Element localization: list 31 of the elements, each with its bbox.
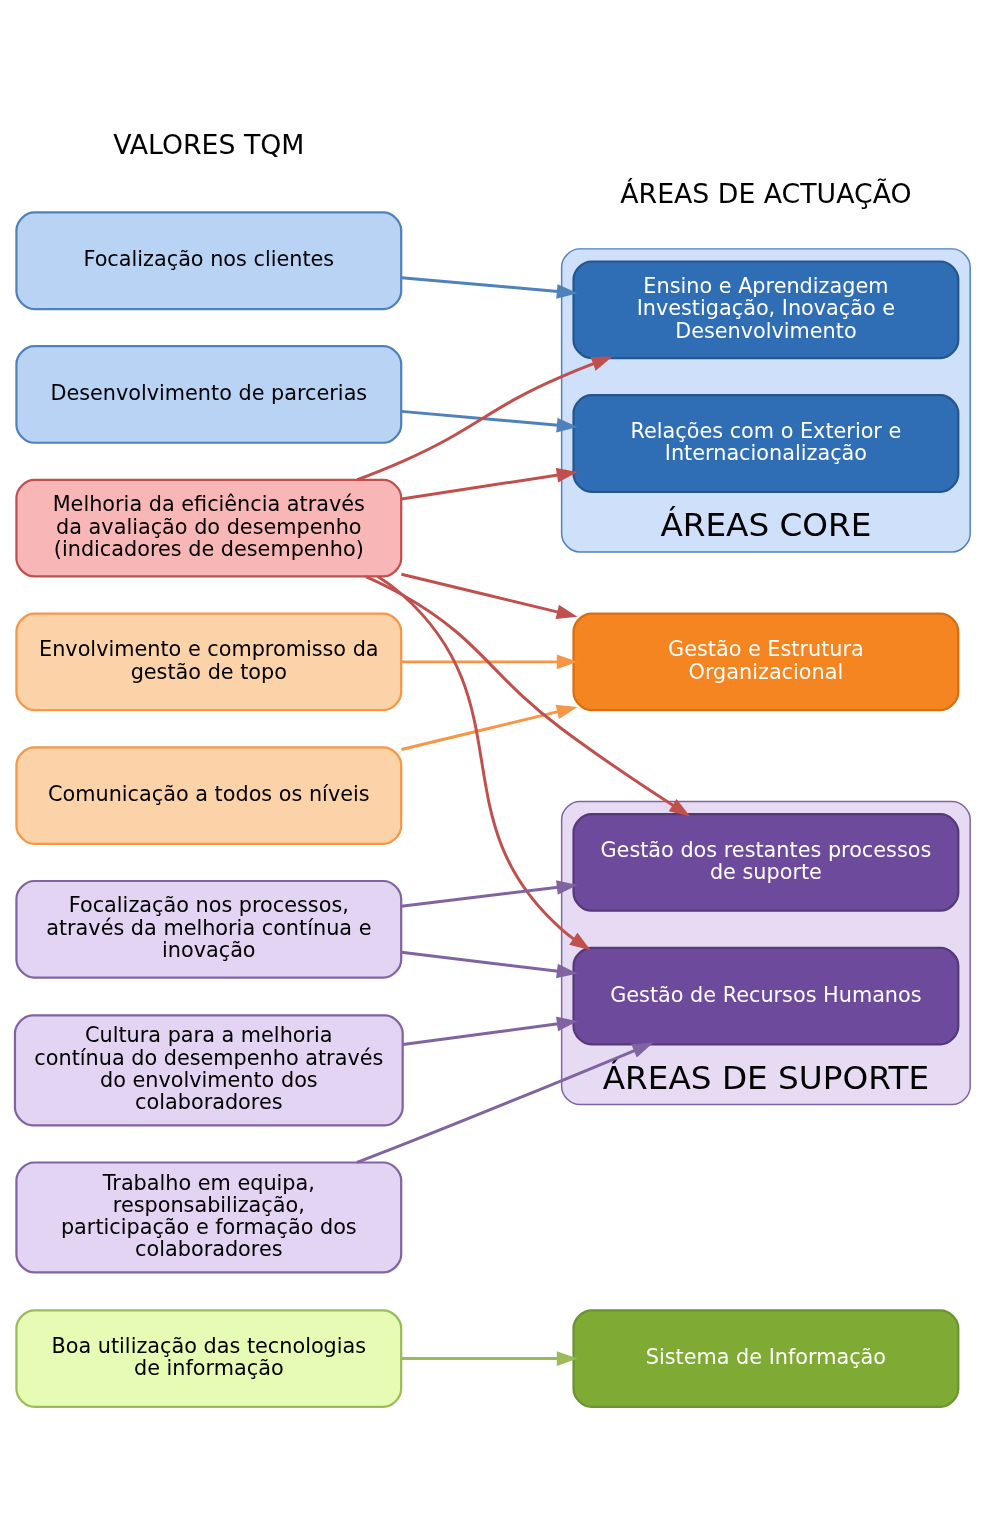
label: ÁREAS DE ACTUAÇÃO xyxy=(619,178,912,210)
arrow xyxy=(400,1351,578,1366)
node-box: Gestão e Estrutura Organizacional xyxy=(571,612,959,712)
arrow xyxy=(400,654,578,670)
node-box: Boa utilização das tecnologias de informação xyxy=(14,1309,402,1408)
arrow xyxy=(400,572,578,619)
node-box: Ensino e Aprendizagem Investigação, Inovação e Desenvolvimento xyxy=(571,260,959,360)
arrow xyxy=(355,1042,653,1164)
node-box: Melhoria da eficiência através da avaliação do desempenho (indicadores de desempenho) xyxy=(14,478,402,578)
arrow xyxy=(400,704,578,751)
node-box: Envolvimento e compromisso da gestão de topo xyxy=(14,612,402,712)
arrow xyxy=(400,950,578,979)
node-box: Comunicação a todos os níveis xyxy=(14,746,402,845)
arrow xyxy=(364,575,690,817)
node-box: Focalização nos clientes xyxy=(14,211,402,311)
arrow xyxy=(400,409,578,433)
arrow xyxy=(356,356,613,482)
node-box: Cultura para a melhoria contínua do desempenho através do envolvimento dos colaboradores xyxy=(13,1014,404,1127)
arrow xyxy=(400,276,578,299)
label: VALORES TQM xyxy=(112,129,304,161)
node-box: Desenvolvimento de parcerias xyxy=(14,345,402,444)
arrow xyxy=(400,467,578,501)
node-box: Gestão de Recursos Humanos xyxy=(571,946,959,1046)
node-box: Relações com o Exterior e Internacionalização xyxy=(571,394,959,493)
node-box: Gestão dos restantes processos de suporte xyxy=(571,813,959,912)
arrow xyxy=(402,1016,578,1047)
arrow xyxy=(400,880,578,908)
node-box: Trabalho em equipa, responsabilização, participação e formação dos colaboradores xyxy=(14,1161,402,1274)
node-box: Focalização nos processos, através da melhoria contínua e inovação xyxy=(14,879,402,979)
arrow xyxy=(376,575,591,951)
node-box: Sistema de Informação xyxy=(571,1309,959,1408)
